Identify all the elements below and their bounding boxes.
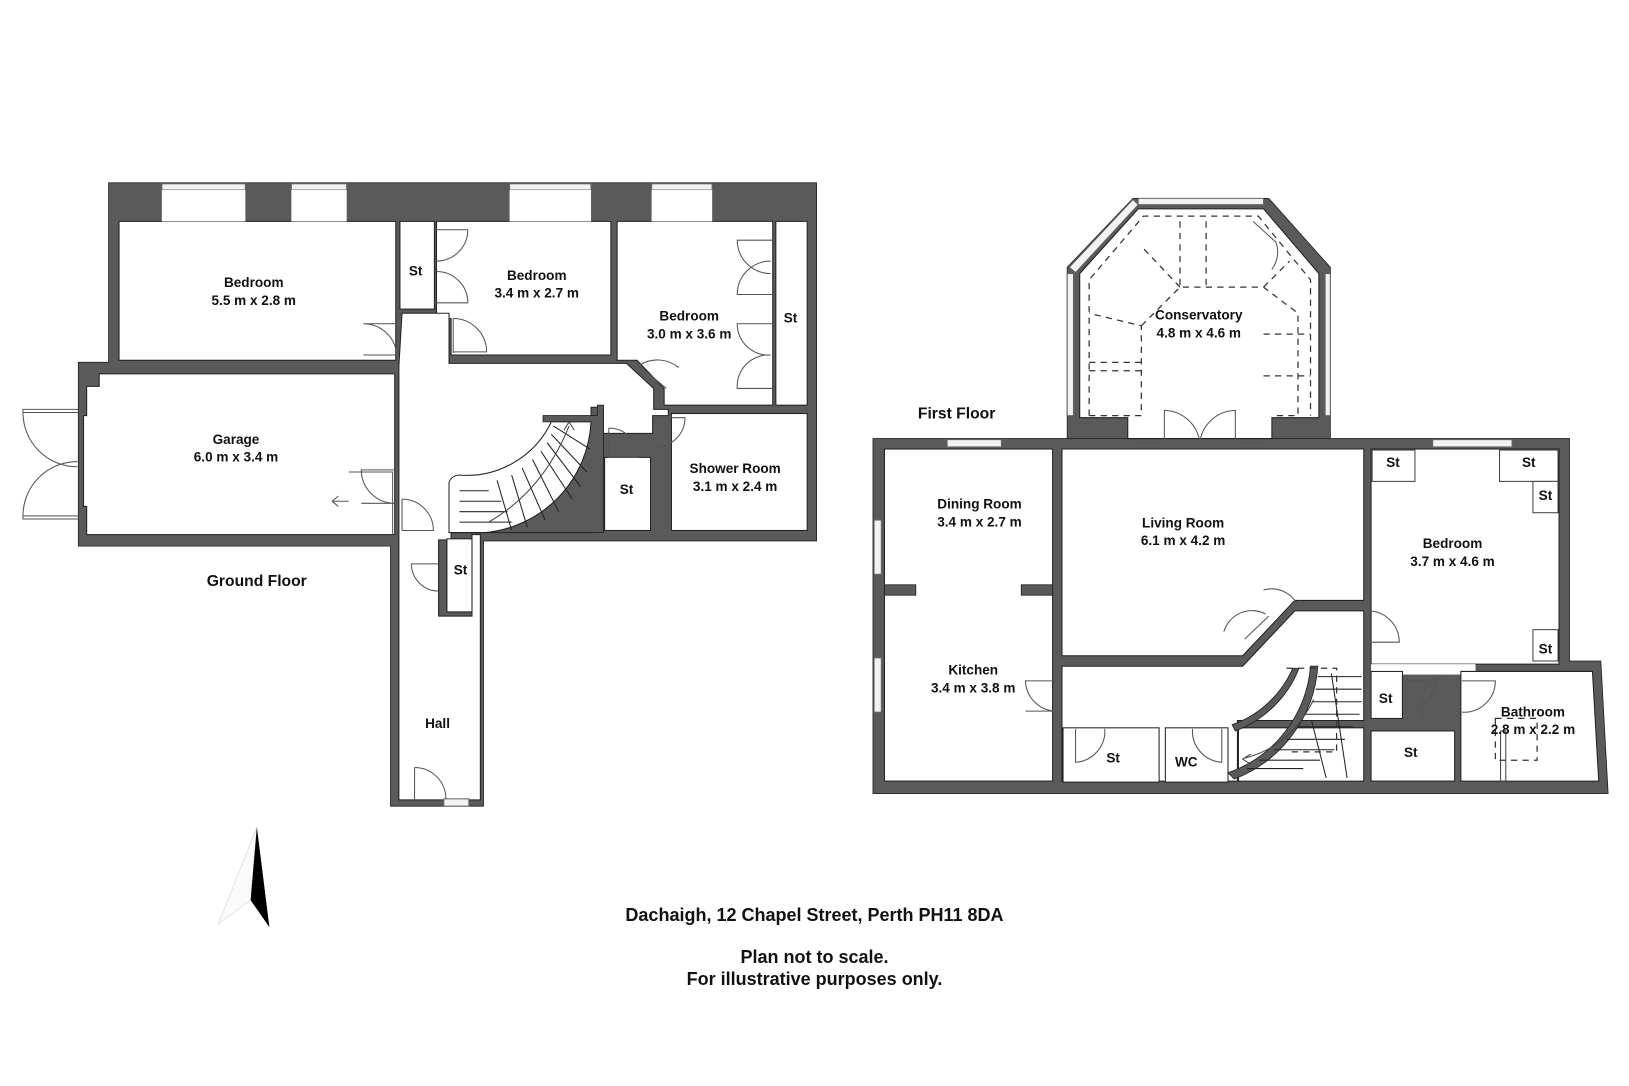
first-floor-label: First Floor <box>918 406 995 423</box>
storage-label: St <box>620 482 634 497</box>
room-wc <box>1164 727 1229 783</box>
storage-hall <box>446 538 473 613</box>
room-label-hall: Hall <box>425 716 450 731</box>
conservatory-furniture <box>1088 215 1312 417</box>
storage-label: St <box>784 311 798 326</box>
room-label-kitchen: Kitchen <box>948 663 998 678</box>
room-size-bedroom-ff: 3.7 m x 4.6 m <box>1410 554 1494 569</box>
window <box>1432 439 1513 448</box>
window <box>873 519 882 575</box>
room-size-conservatory: 4.8 m x 4.6 m <box>1157 325 1241 340</box>
storage-label: St <box>1379 691 1393 706</box>
storage-label: St <box>1386 455 1400 470</box>
room-bedroom-3 <box>616 220 774 406</box>
room-size-kitchen: 3.4 m x 3.8 m <box>931 680 1015 695</box>
room-dining-kitchen <box>883 448 1054 782</box>
room-label-bedroom-1: Bedroom <box>224 275 284 290</box>
room-size-bedroom-1: 5.5 m x 2.8 m <box>212 293 296 308</box>
storage <box>1062 727 1160 783</box>
ground-floor-plan: Bedroom 5.5 m x 2.8 m Bedroom 3.4 m x 2.… <box>22 182 818 807</box>
storage-cupboards <box>1371 449 1559 662</box>
storage <box>1370 670 1403 719</box>
first-floor-staircase <box>1227 665 1362 780</box>
window <box>946 439 1002 448</box>
room-conservatory <box>1079 208 1320 440</box>
ground-floor-staircase <box>448 404 604 534</box>
room-label-bedroom-2: Bedroom <box>507 268 567 283</box>
door-swings <box>331 229 773 800</box>
room-size-shower: 3.1 m x 2.4 m <box>693 479 777 494</box>
room-label-garage: Garage <box>213 432 260 447</box>
storage-bedroom-3 <box>775 220 808 406</box>
storage-label: St <box>409 264 423 279</box>
property-address: Dachaigh, 12 Chapel Street, Perth PH11 8… <box>625 905 1004 925</box>
wc-label: WC <box>1175 754 1198 769</box>
room-size-bedroom-2: 3.4 m x 2.7 m <box>495 286 579 301</box>
ground-floor-label: Ground Floor <box>207 573 307 590</box>
room-shower <box>670 412 808 531</box>
window <box>651 183 713 191</box>
room-label-bedroom-ff: Bedroom <box>1423 536 1483 551</box>
window <box>161 183 246 191</box>
garage-double-door <box>22 408 79 520</box>
storage-under-stairs <box>604 456 652 531</box>
room-label-conservatory: Conservatory <box>1155 308 1243 323</box>
window <box>509 183 592 191</box>
room-size-living: 6.1 m x 4.2 m <box>1141 533 1225 548</box>
room-bedroom-1 <box>118 220 397 361</box>
storage <box>1370 730 1456 782</box>
room-landing <box>398 312 669 801</box>
north-arrow-icon <box>217 826 270 928</box>
room-label-bathroom: Bathroom <box>1501 704 1565 719</box>
conservatory-double-door <box>1132 220 1279 444</box>
bath-fixture <box>1494 717 1538 761</box>
room-size-bedroom-3: 3.0 m x 3.6 m <box>647 326 731 341</box>
storage-label: St <box>1522 455 1536 470</box>
room-label-dining: Dining Room <box>937 497 1021 512</box>
room-label-shower: Shower Room <box>690 461 781 476</box>
room-size-garage: 6.0 m x 3.4 m <box>194 450 278 465</box>
room-staircase-ff <box>1237 727 1365 782</box>
room-size-bathroom: 2.8 m x 2.2 m <box>1491 722 1575 737</box>
storage-label: St <box>1106 750 1120 765</box>
storage-label: St <box>454 562 468 577</box>
window <box>290 183 348 191</box>
storage-label: St <box>1539 642 1553 657</box>
disclaimer-line-2: For illustrative purposes only. <box>686 969 943 989</box>
window <box>443 798 470 807</box>
first-floor-plan: Conservatory 4.8 m x 4.6 m Dining Room 3… <box>872 197 1609 795</box>
door-swings <box>1024 588 1496 763</box>
room-size-dining: 3.4 m x 2.7 m <box>937 514 1021 529</box>
window <box>873 657 882 713</box>
room-label-living: Living Room <box>1142 515 1224 530</box>
storage-label: St <box>1404 745 1418 760</box>
room-garage <box>83 373 396 536</box>
disclaimer-line-1: Plan not to scale. <box>740 947 889 967</box>
room-bedroom-ff <box>1370 448 1560 665</box>
storage-label: St <box>1539 488 1553 503</box>
room-label-bedroom-3: Bedroom <box>659 309 719 324</box>
